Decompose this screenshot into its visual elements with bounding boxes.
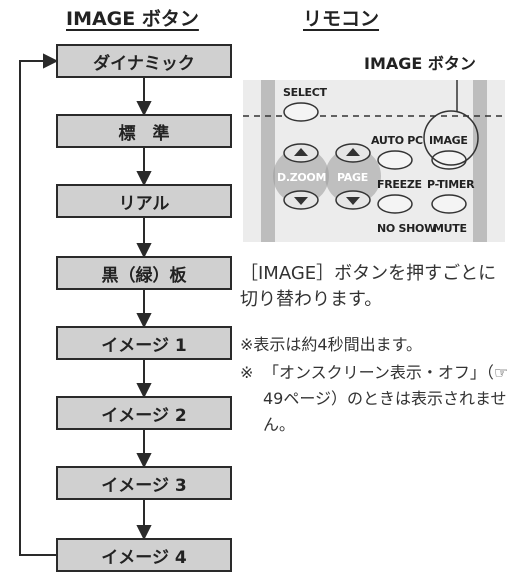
- image-button-highlight-circle: [423, 110, 479, 166]
- select-label: SELECT: [283, 86, 327, 99]
- page-label: PAGE: [337, 171, 368, 184]
- note-mark: ※: [240, 363, 254, 382]
- no-show-label: NO SHOW: [377, 222, 436, 235]
- flow-arrow-head: [136, 453, 152, 469]
- dzoom-label: D.ZOOM: [277, 171, 327, 184]
- image-label: IMAGE: [429, 134, 468, 147]
- mode-box-1: ダイナミック: [56, 44, 232, 78]
- flow-arrow-head: [136, 171, 152, 187]
- mode-box-5: イメージ 1: [56, 326, 232, 360]
- mute-label: MUTE: [433, 222, 467, 235]
- loop-back-arrow-head: [43, 53, 59, 69]
- auto-pc-button: [377, 150, 413, 170]
- mode-box-7: イメージ 3: [56, 466, 232, 500]
- remote-control-illustration: SELECT AUTO PC IMAGE D.ZOOM PAGE FREEZE …: [243, 80, 505, 242]
- description-text: ［IMAGE］ボタンを押すごとに切り替わります。: [240, 263, 497, 310]
- remote-heading: リモコン: [303, 8, 380, 30]
- p-timer-button: [431, 194, 467, 214]
- freeze-label: FREEZE: [377, 178, 422, 191]
- image-button-heading: IMAGE ボタン: [66, 8, 199, 30]
- note-display-duration: ※表示は約4秒間出ます。: [240, 335, 422, 354]
- mode-box-3: リアル: [56, 184, 232, 218]
- mode-box-6: イメージ 2: [56, 396, 232, 430]
- mode-box-4: 黒（緑）板: [56, 256, 232, 290]
- flow-arrow-head: [136, 101, 152, 117]
- flow-arrow-head: [136, 525, 152, 541]
- mode-box-2: 標 準: [56, 114, 232, 148]
- note-onscreen-off: 「オンスクリーン表示・オフ」（☞49ページ）のときは表示されません。: [263, 363, 509, 434]
- mode-box-8: イメージ 4: [56, 538, 232, 572]
- auto-pc-label: AUTO PC: [371, 134, 423, 147]
- remote-image-callout-label: IMAGE ボタン: [364, 54, 476, 73]
- freeze-button: [377, 194, 413, 214]
- select-button: [283, 102, 319, 122]
- flow-arrow-head: [136, 313, 152, 329]
- p-timer-label: P-TIMER: [427, 178, 475, 191]
- loop-back-line: [19, 60, 56, 556]
- image-button: [431, 150, 467, 170]
- flow-arrow-head: [136, 383, 152, 399]
- flow-arrow-head: [136, 243, 152, 259]
